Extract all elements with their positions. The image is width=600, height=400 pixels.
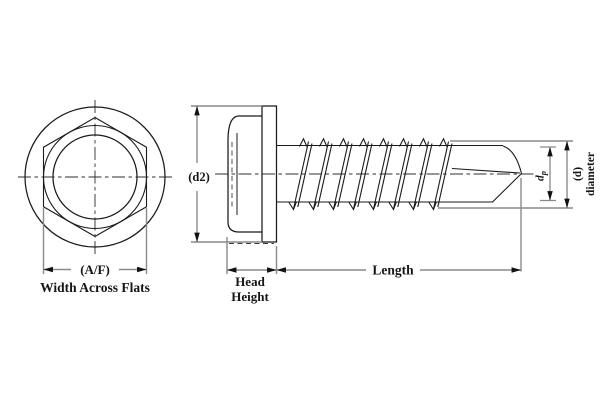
dp-label: dp [535,171,549,181]
d-caption: diameter [585,152,597,196]
af-label: (A/F) [80,262,110,277]
d-label: (d) [572,167,584,181]
inner-circle [52,134,138,220]
drill-point [451,145,523,203]
dp-extension-stubs [540,146,556,202]
hex-inscribed-circle [42,124,148,230]
flange-outer-circle [24,106,166,248]
length-label: Length [372,263,414,278]
point-lower-flank [491,173,522,203]
d2-label: (d2) [188,170,210,184]
dp-dimension: dp [535,146,556,202]
af-caption: Width Across Flats [40,280,150,295]
d-extension-lines [438,140,573,209]
side-view: (d2) Length Head Height dp (d) diamet [188,105,597,304]
flute-lip-curve [502,145,523,174]
head-profile [227,115,262,233]
af-extension-lines [42,208,148,274]
head-height-label-line2: Height [231,289,269,304]
d-dimension: (d) diameter [438,140,597,209]
front-view: (A/F) Width Across Flats [18,100,172,295]
head-height-label-line1: Head [235,274,265,289]
length-dimensions: Length Head Height [226,178,522,304]
hex-outline [42,116,148,238]
washer-flange [261,105,278,243]
flute-edge-line [451,167,521,174]
